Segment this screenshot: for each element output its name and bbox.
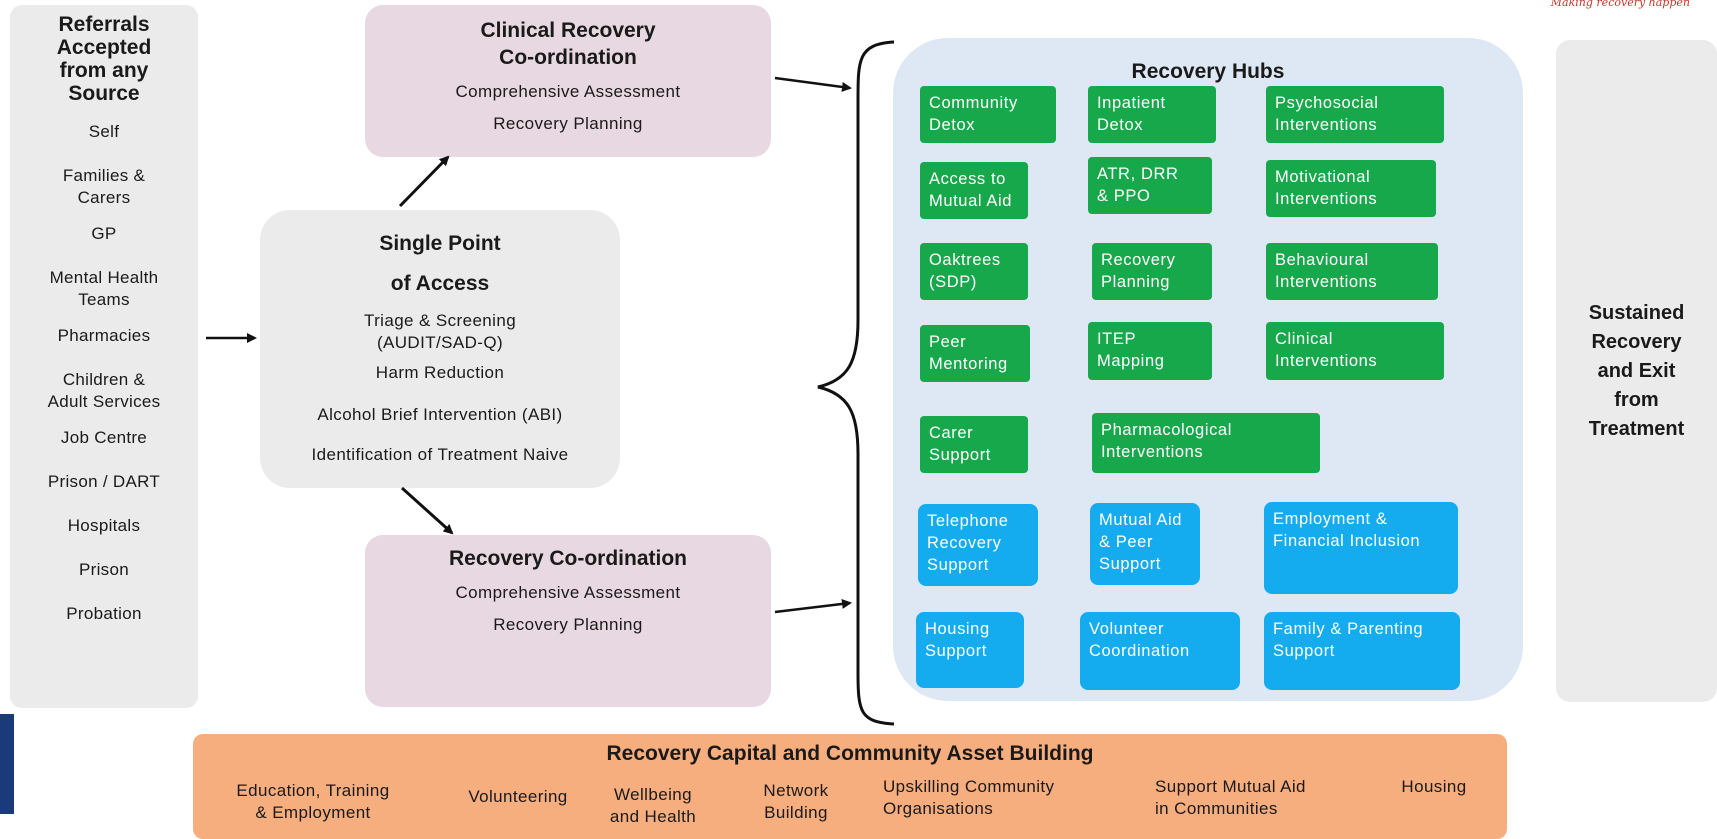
hub-service-green: Pharmacological Interventions — [1092, 413, 1320, 473]
recovery-coordination-line: Recovery Planning — [493, 615, 643, 634]
capital-item: Support Mutual Aid in Communities — [1155, 777, 1306, 818]
hub-service-green: Clinical Interventions — [1266, 322, 1444, 380]
single-point-of-access-box: Single Point of Access Triage & Screenin… — [260, 210, 620, 488]
hub-service-blue: Family & Parenting Support — [1264, 612, 1460, 690]
hub-service-green: Access to Mutual Aid — [920, 162, 1028, 219]
hub-brace — [817, 40, 895, 726]
clinical-recovery-box: Clinical Recovery Co-ordination Comprehe… — [365, 5, 771, 157]
referral-source: Probation — [66, 604, 142, 623]
referral-source: Hospitals — [67, 516, 141, 535]
arrow-spa-to-recovery-coord — [400, 486, 454, 535]
referral-source: Prison / DART — [47, 472, 161, 491]
logo-fragment — [0, 714, 14, 814]
hub-service-green: Oaktrees (SDP) — [920, 243, 1028, 300]
hub-service-green: Community Detox — [920, 86, 1056, 143]
hub-service-green: Motivational Interventions — [1266, 160, 1436, 217]
referral-source: Self — [88, 122, 120, 141]
recovery-hubs-title: Recovery Hubs — [1131, 60, 1285, 83]
spa-line: Harm Reduction — [375, 363, 505, 382]
hub-service-blue: Volunteer Coordination — [1080, 612, 1240, 690]
recovery-coordination-line: Comprehensive Assessment — [455, 583, 681, 602]
spa-title: Single Point of Access — [379, 232, 501, 295]
referral-source: Job Centre — [60, 428, 148, 447]
capital-item: Network Building — [763, 781, 829, 822]
clinical-recovery-title: Clinical Recovery Co-ordination — [480, 19, 656, 69]
capital-item: Upskilling Community Organisations — [883, 777, 1055, 818]
hub-service-green: Peer Mentoring — [920, 325, 1030, 382]
hub-service-blue: Employment & Financial Inclusion — [1264, 502, 1458, 594]
clinical-line: Recovery Planning — [493, 114, 643, 133]
spa-line: Alcohol Brief Intervention (ABI) — [317, 405, 563, 424]
referral-source: Children & Adult Services — [47, 370, 161, 411]
arrow-spa-to-clinical — [398, 155, 450, 208]
capital-item: Housing — [1401, 777, 1467, 796]
clinical-line: Comprehensive Assessment — [455, 82, 681, 101]
arrow-clinical-to-hubs — [774, 76, 852, 92]
recovery-capital-title: Recovery Capital and Community Asset Bui… — [606, 742, 1094, 765]
hub-service-green: Recovery Planning — [1092, 243, 1212, 300]
recovery-capital-bar: Recovery Capital and Community Asset Bui… — [193, 734, 1507, 839]
capital-item: Education, Training & Employment — [236, 781, 390, 822]
recovery-coordination-box: Recovery Co-ordination Comprehensive Ass… — [365, 535, 771, 707]
hub-service-green: Psychosocial Interventions — [1266, 86, 1444, 143]
referrals-title: Referrals Accepted from any Source — [56, 13, 152, 105]
hub-service-blue: Housing Support — [916, 612, 1024, 688]
hub-service-green: ITEP Mapping — [1088, 322, 1212, 380]
referrals-panel: Referrals Accepted from any Source Self … — [10, 5, 198, 708]
hub-service-blue: Telephone Recovery Support — [918, 504, 1038, 586]
hub-service-green: Behavioural Interventions — [1266, 243, 1438, 300]
referral-source: GP — [91, 224, 117, 243]
capital-item: Volunteering — [468, 787, 568, 806]
hub-service-green: ATR, DRR & PPO — [1088, 157, 1212, 214]
sustained-recovery-panel: Sustained Recovery and Exit from Treatme… — [1556, 40, 1717, 702]
referral-sources-list: Self Families & Carers GP Mental Health … — [10, 121, 198, 625]
sustained-recovery-text: Sustained Recovery and Exit from Treatme… — [1588, 301, 1685, 440]
hub-service-blue: Mutual Aid & Peer Support — [1090, 503, 1200, 585]
capital-item: Wellbeing and Health — [609, 785, 697, 826]
hub-service-green: Carer Support — [920, 416, 1028, 473]
referral-source: Pharmacies — [57, 326, 151, 345]
referral-source: Mental Health Teams — [49, 268, 159, 309]
recovery-coordination-title: Recovery Co-ordination — [448, 547, 688, 570]
hub-service-green: Inpatient Detox — [1088, 86, 1216, 143]
arrow-recovery-coord-to-hubs — [774, 598, 852, 614]
spa-line: Identification of Treatment Naive — [311, 445, 569, 464]
tagline: Making recovery happen — [1550, 0, 1690, 9]
referral-source: Families & Carers — [62, 166, 146, 207]
referral-source: Prison — [79, 560, 129, 579]
spa-line: Triage & Screening — [363, 311, 517, 330]
spa-line: (AUDIT/SAD-Q) — [376, 333, 504, 352]
